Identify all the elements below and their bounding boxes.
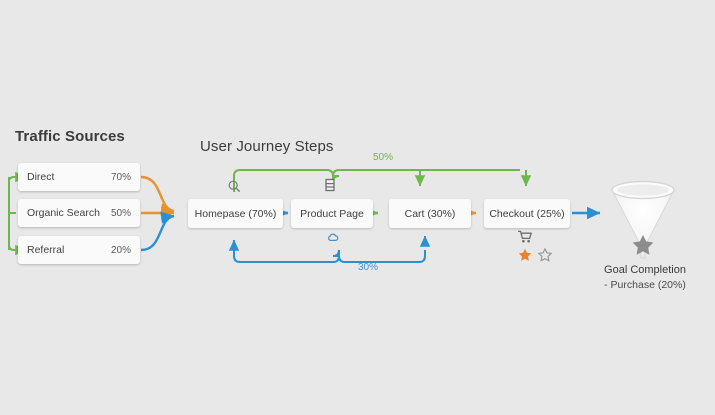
goal-completion-subtitle: - Purchase (20%) [604,279,686,291]
journey-step-product-page[interactable]: Product Page [291,199,373,228]
connector-direct-to-homepage [140,175,175,216]
journey-step-homepage[interactable]: Homepase (70%) [188,199,283,228]
cart-icon [517,230,533,248]
traffic-source-card-referral[interactable]: Referral 20% [18,236,140,264]
flow-label-30-percent: 30% [358,262,379,273]
flow-path-50 [233,169,532,192]
traffic-source-label: Organic Search [27,207,100,219]
user-journey-heading: User Journey Steps [200,138,334,155]
journey-step-label: Cart (30%) [404,207,456,220]
traffic-source-value: 70% [110,171,131,183]
traffic-source-bracket [8,171,27,256]
traffic-source-label: Direct [27,171,55,183]
goal-funnel-icon [611,180,675,259]
journey-step-checkout[interactable]: Checkout (25%) [484,199,570,228]
journey-step-label: Checkout (25%) [489,207,565,220]
traffic-source-card-organic-search[interactable]: Organic Search 50% [18,199,140,227]
star-filled-icon [518,248,532,266]
traffic-source-card-direct[interactable]: Direct 70% [18,163,140,191]
traffic-sources-heading: Traffic Sources [15,128,125,145]
cloud-icon [327,232,339,248]
goal-completion-title: Goal Completion [604,264,686,276]
flow-path-30 [228,235,431,263]
document-icon [324,178,336,196]
journey-step-label: Homepase (70%) [194,207,277,220]
star-empty-icon [537,247,553,266]
traffic-source-value: 50% [110,207,131,219]
search-icon [228,180,241,197]
traffic-source-label: Referral [27,244,65,256]
flow-label-50-percent: 50% [373,152,394,163]
connector-referral-to-homepage [140,211,175,252]
traffic-source-value: 20% [110,244,131,256]
journey-step-label: Product Page [300,207,364,220]
journey-step-cart[interactable]: Cart (30%) [389,199,471,228]
